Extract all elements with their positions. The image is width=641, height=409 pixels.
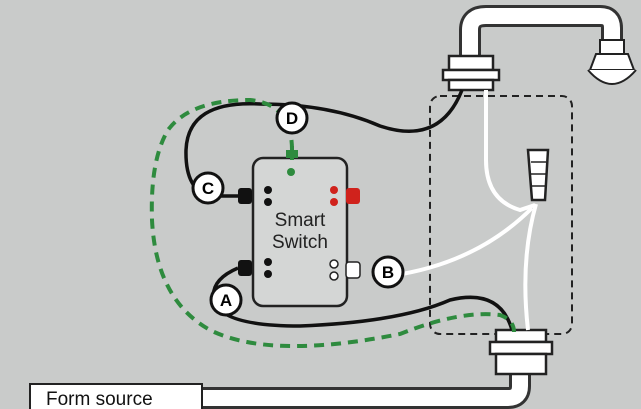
smart-switch-body — [251, 156, 349, 308]
callout-a-label: A — [220, 291, 232, 310]
switch-label-line2: Switch — [272, 232, 328, 253]
callout-d-label: D — [286, 109, 298, 128]
terminal-c-screw-icon — [238, 186, 272, 206]
top-connector — [441, 54, 501, 92]
neutral-wire-switch — [401, 206, 534, 276]
neutral-wire-light — [484, 90, 536, 213]
source-box — [29, 383, 203, 409]
ground-wire — [149, 97, 516, 349]
conduit-bottom-inner — [200, 372, 528, 406]
terminal-a-screw-icon — [238, 258, 272, 278]
switch-label-line1: Smart — [275, 210, 326, 231]
callout-c-label: C — [202, 179, 214, 198]
callout-a: A — [209, 283, 243, 317]
terminal-b-screw-icon — [329, 259, 361, 281]
source-label: Form source — [46, 389, 153, 409]
callout-d: D — [275, 101, 309, 135]
callout-b-label: B — [382, 263, 394, 282]
wire-nut-icon — [526, 148, 550, 202]
callout-b: B — [371, 255, 405, 289]
ground-terminal-icon — [286, 146, 298, 176]
callout-c: C — [191, 171, 225, 205]
neutral-wire-source — [523, 203, 538, 331]
terminal-red-screw-icon — [330, 186, 360, 206]
light-fixture-icon — [587, 39, 637, 85]
conduit-top-inner — [462, 7, 620, 62]
bottom-connector — [488, 328, 554, 376]
